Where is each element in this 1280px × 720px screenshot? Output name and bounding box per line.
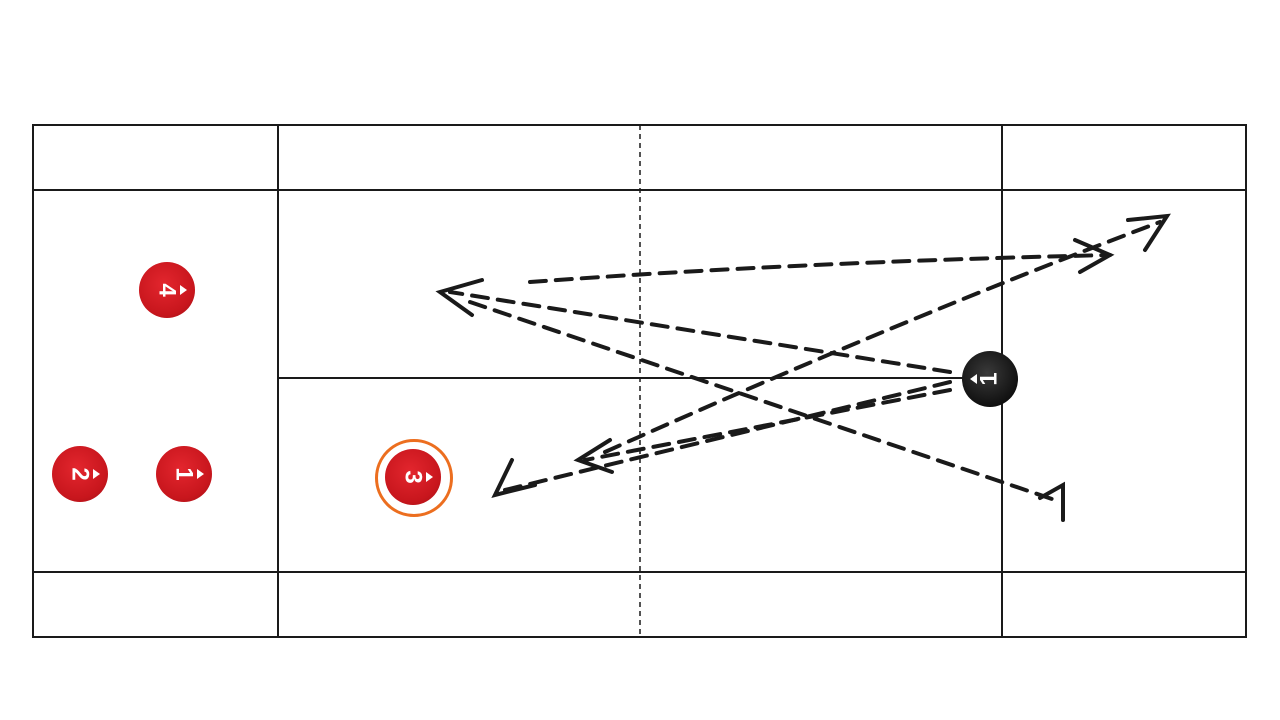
arrowhead-icon — [573, 438, 614, 474]
player-label: 3 — [399, 470, 427, 484]
player-label: 4 — [153, 283, 181, 297]
direction-icon — [426, 472, 433, 482]
highlight-ring — [375, 439, 453, 517]
direction-icon — [970, 374, 977, 384]
player-label: 1 — [170, 467, 198, 481]
shot-path-6 — [603, 220, 1162, 454]
player-red-4[interactable]: 4 — [139, 262, 195, 318]
arrowhead-icon — [435, 278, 484, 317]
player-label: 2 — [66, 467, 94, 481]
direction-icon — [197, 469, 204, 479]
arrowhead-icon — [1126, 213, 1171, 252]
arrowhead-icon — [1073, 238, 1115, 274]
direction-icon — [93, 469, 100, 479]
shot-path-3 — [468, 300, 1057, 502]
shot-path-2 — [528, 253, 1112, 284]
player-label: 1 — [975, 372, 1003, 386]
player-black-1[interactable]: 1 — [962, 351, 1018, 407]
player-red-1[interactable]: 1 — [156, 446, 212, 502]
shot-path-4 — [503, 380, 952, 492]
arrowhead-icon — [1038, 481, 1065, 522]
shot-path-1 — [448, 290, 952, 374]
shot-path-5 — [583, 388, 952, 462]
player-red-2[interactable]: 2 — [52, 446, 108, 502]
direction-icon — [180, 285, 187, 295]
player-red-3[interactable]: 3 — [385, 449, 441, 505]
arrowhead-icon — [491, 458, 537, 498]
